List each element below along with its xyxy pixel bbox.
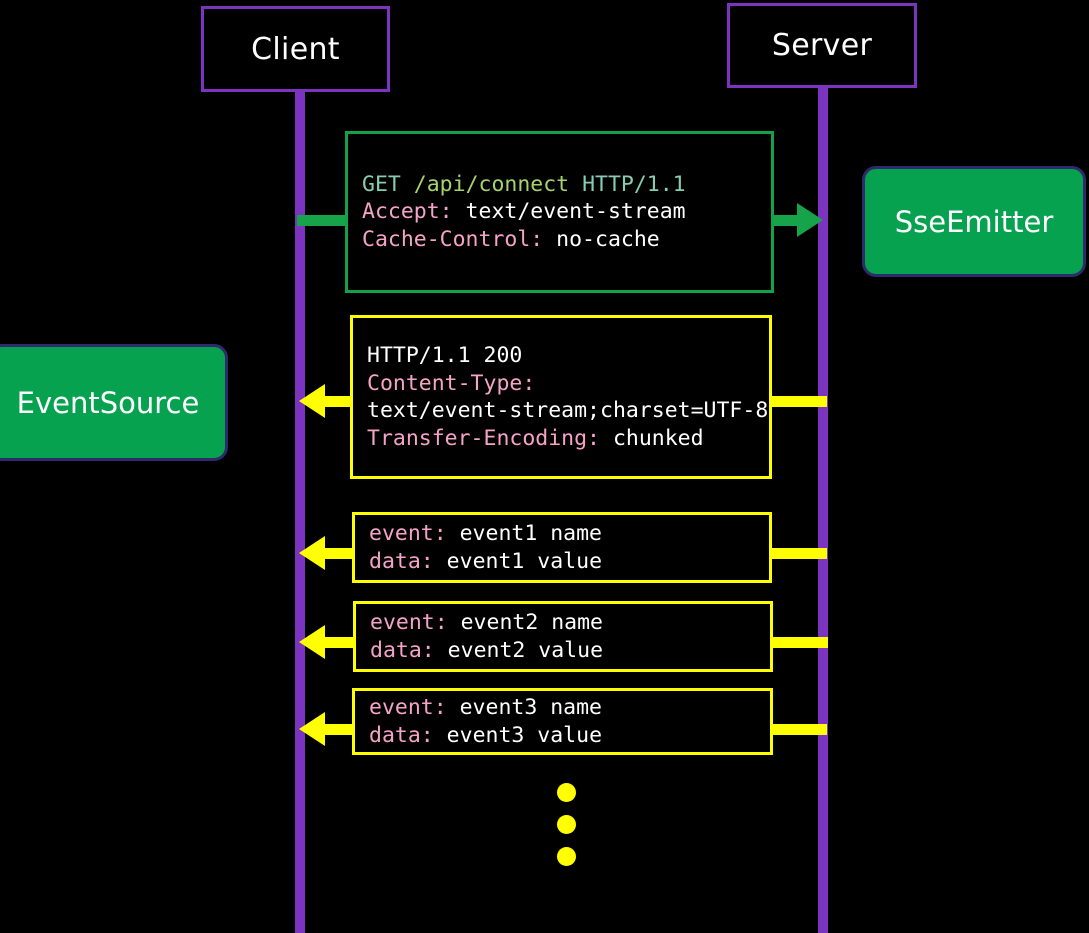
http-version: HTTP/1.1 (569, 171, 686, 197)
node-label-sse-emitter: SseEmitter (894, 204, 1054, 239)
header-key-cache-control: Cache-Control: (362, 226, 544, 252)
event1-arrow-shaft-right (769, 548, 827, 559)
message-box-event2: event: event2 name data: event2 value (353, 601, 773, 672)
http-path: /api/connect (400, 171, 570, 197)
message-box-event3: event: event3 name data: event3 value (352, 688, 773, 755)
event2-arrow-shaft-right (770, 637, 828, 648)
actor-box-server: Server (727, 3, 917, 88)
header-key-transfer-encoding: Transfer-Encoding: (367, 425, 600, 451)
node-sse-emitter: SseEmitter (862, 166, 1086, 277)
sse-key-event: event: (369, 521, 447, 546)
sse-value-event: event2 name (447, 610, 604, 635)
sse-key-event: event: (369, 695, 447, 720)
request-line-2: Accept: text/event-stream (348, 198, 771, 226)
header-value-accept: text/event-stream (452, 199, 686, 225)
sse-value-data: event1 value (433, 548, 603, 574)
header-value-cache-control: no-cache (543, 226, 660, 252)
event3-arrowhead-left-icon (299, 712, 325, 746)
header-key-content-type: Content-Type: (367, 370, 536, 396)
sse-value-data: event3 value (433, 722, 603, 748)
event1-arrow-shaft-left (325, 548, 355, 559)
event3-line-2: data: event3 value (355, 722, 770, 750)
event3-arrow-shaft-right (769, 724, 827, 735)
request-arrow-shaft-right (770, 215, 802, 226)
actor-box-client: Client (201, 6, 390, 92)
response-line-2: Content-Type: (353, 370, 769, 398)
sse-key-data: data: (369, 548, 434, 574)
http-status-line: HTTP/1.1 200 (367, 343, 523, 368)
response-arrow-shaft-right (769, 396, 827, 407)
event1-line-2: data: event1 value (355, 548, 769, 576)
actor-label-server: Server (771, 28, 873, 63)
request-line-3: Cache-Control: no-cache (348, 226, 771, 254)
event2-line-1: event: event2 name (356, 609, 770, 637)
actor-label-client: Client (251, 31, 340, 67)
response-line-1: HTTP/1.1 200 (353, 342, 769, 370)
response-line-3: text/event-stream;charset=UTF-8 (353, 397, 769, 425)
ellipsis-dot-icon (557, 783, 576, 802)
response-arrow-shaft-left (325, 396, 355, 407)
lifeline-server (818, 80, 828, 933)
event2-line-2: data: event2 value (356, 637, 770, 665)
event3-arrow-shaft-left (325, 724, 355, 735)
node-event-source: EventSource (0, 344, 228, 461)
header-key-accept: Accept: (362, 199, 453, 225)
response-line-4: Transfer-Encoding: chunked (353, 425, 769, 453)
header-value-transfer-encoding: chunked (600, 425, 704, 451)
request-arrowhead-right-icon (797, 203, 823, 237)
lifeline-client (295, 80, 305, 933)
http-method: GET (362, 171, 401, 197)
sse-key-data: data: (369, 722, 434, 748)
event2-arrow-shaft-left (325, 637, 357, 648)
sse-key-data: data: (370, 637, 435, 663)
message-box-response: HTTP/1.1 200 Content-Type: text/event-st… (350, 315, 772, 479)
message-box-event1: event: event1 name data: event1 value (352, 512, 772, 583)
response-arrowhead-left-icon (299, 384, 325, 418)
header-value-content-type: text/event-stream;charset=UTF-8 (367, 398, 769, 423)
event2-arrowhead-left-icon (299, 625, 325, 659)
ellipsis-dot-icon (557, 815, 576, 834)
sse-value-event: event3 name (446, 695, 603, 720)
message-box-request: GET /api/connect HTTP/1.1 Accept: text/e… (345, 131, 774, 293)
sse-value-event: event1 name (446, 521, 603, 546)
node-label-event-source: EventSource (16, 385, 200, 420)
request-arrow-shaft-left (297, 215, 349, 226)
event3-line-1: event: event3 name (355, 694, 770, 722)
sse-key-event: event: (370, 610, 448, 635)
event1-arrowhead-left-icon (299, 536, 325, 570)
request-line-1: GET /api/connect HTTP/1.1 (348, 171, 771, 199)
event1-line-1: event: event1 name (355, 520, 769, 548)
ellipsis-dot-icon (557, 847, 576, 866)
sse-value-data: event2 value (434, 637, 604, 663)
